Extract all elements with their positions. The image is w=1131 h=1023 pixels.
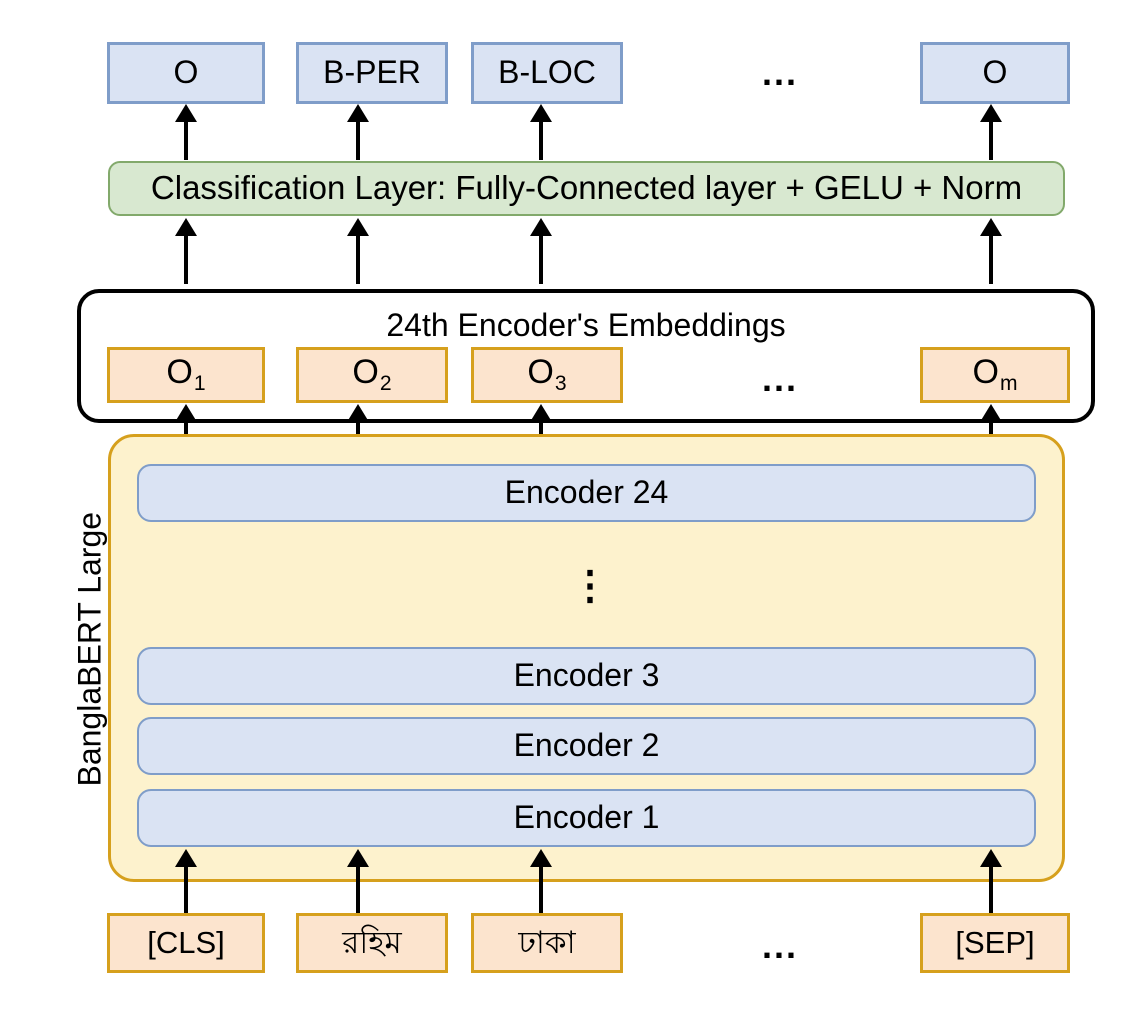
- embedding-token-1: O1: [107, 347, 265, 403]
- output-tag-label: B-PER: [323, 54, 421, 91]
- output-tag-label: O: [173, 54, 199, 91]
- input-token-box-4: [SEP]: [920, 913, 1070, 973]
- encoder-box-2: Encoder 2: [137, 717, 1036, 775]
- arrow-classification-to-tag-3: [539, 120, 543, 160]
- input-token-label: ঢাকা: [518, 924, 576, 960]
- output-tag-box-2: B-PER: [296, 42, 448, 104]
- embeddings-ellipsis: ...: [762, 358, 799, 399]
- arrow-input-to-encoder1-2: [356, 865, 360, 913]
- input-token-box-2: রহিম: [296, 913, 448, 973]
- output-tag-box-4: O: [920, 42, 1070, 104]
- arrow-embedding-to-classification-2: [356, 234, 360, 284]
- encoder-box-1: Encoder 1: [137, 789, 1036, 847]
- encoder-label: Encoder 1: [513, 799, 660, 836]
- arrow-classification-to-tag-1: [184, 120, 188, 160]
- embedding-token-4: Om: [920, 347, 1070, 403]
- input-token-label: [SEP]: [955, 924, 1035, 960]
- arrow-embedding-to-classification-1: [184, 234, 188, 284]
- arrow-embedding-to-classification-3: [539, 234, 543, 284]
- embedding-token-label: O1: [166, 353, 206, 395]
- output-tag-label: B-LOC: [498, 54, 596, 91]
- output-tag-label: O: [982, 54, 1008, 91]
- classification-layer: Classification Layer: Fully-Connected la…: [108, 161, 1065, 216]
- embedding-token-label: O2: [352, 353, 392, 395]
- encoder-box-3: Encoder 3: [137, 647, 1036, 705]
- input-token-box-1: [CLS]: [107, 913, 265, 973]
- output-tag-box-3: B-LOC: [471, 42, 623, 104]
- arrow-classification-to-tag-2: [356, 120, 360, 160]
- embedding-token-label: O3: [527, 353, 567, 395]
- encoder-stack-vertical-ellipsis: ⋮: [570, 564, 610, 608]
- embedding-token-label: Om: [972, 353, 1018, 395]
- encoder-box-24: Encoder 24: [137, 464, 1036, 522]
- input-ellipsis: ...: [762, 925, 799, 966]
- embedding-token-2: O2: [296, 347, 448, 403]
- input-token-label: [CLS]: [147, 924, 225, 960]
- arrow-input-to-encoder1-3: [539, 865, 543, 913]
- classification-layer-label: Classification Layer: Fully-Connected la…: [150, 169, 1023, 207]
- arrow-embedding-to-classification-4: [989, 234, 993, 284]
- arrow-input-to-encoder1-4: [989, 865, 993, 913]
- embeddings-panel-title: 24th Encoder's Embeddings: [386, 307, 786, 343]
- input-token-box-3: ঢাকা: [471, 913, 623, 973]
- output-tag-box-1: O: [107, 42, 265, 104]
- arrow-classification-to-tag-4: [989, 120, 993, 160]
- encoder-label: Encoder 3: [513, 657, 660, 694]
- arrow-input-to-encoder1-1: [184, 865, 188, 913]
- banglabert-label: BanglaBERT Large: [71, 511, 108, 787]
- embedding-token-3: O3: [471, 347, 623, 403]
- input-token-label: রহিম: [342, 924, 402, 960]
- encoder-label: Encoder 2: [513, 727, 660, 764]
- output-ellipsis: ...: [762, 52, 799, 93]
- encoder-label: Encoder 24: [504, 474, 669, 511]
